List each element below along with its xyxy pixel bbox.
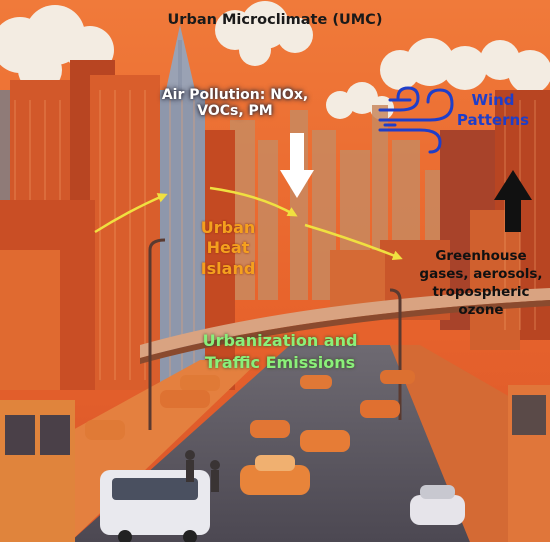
wind-icon — [378, 86, 454, 154]
tram — [0, 400, 75, 542]
kiosk — [508, 385, 550, 542]
wind-patterns-label: Wind Patterns — [456, 91, 530, 130]
air-pollution-label: Air Pollution: NOx, VOCs, PM — [161, 87, 309, 119]
cloud — [0, 5, 114, 92]
overpass — [140, 288, 550, 358]
cars — [85, 370, 465, 525]
yellow-arrow-icon — [94, 186, 403, 261]
street-lamps — [148, 238, 402, 430]
greenhouse-gases-label: Greenhouse gases, aerosols, tropospheric… — [419, 248, 543, 318]
diagram-title: Urban Microclimate (UMC) — [167, 12, 383, 28]
up-arrow-icon — [494, 170, 532, 232]
pedestrians — [185, 450, 220, 492]
down-arrow-icon — [280, 133, 314, 198]
urbanization-label: Urbanization and Traffic Emissions — [202, 331, 358, 372]
cloud — [215, 1, 313, 66]
urban-heat-island-label: Urban Heat Island — [200, 218, 256, 278]
mid-buildings — [0, 200, 450, 390]
cloud — [380, 38, 550, 94]
van — [100, 470, 210, 542]
